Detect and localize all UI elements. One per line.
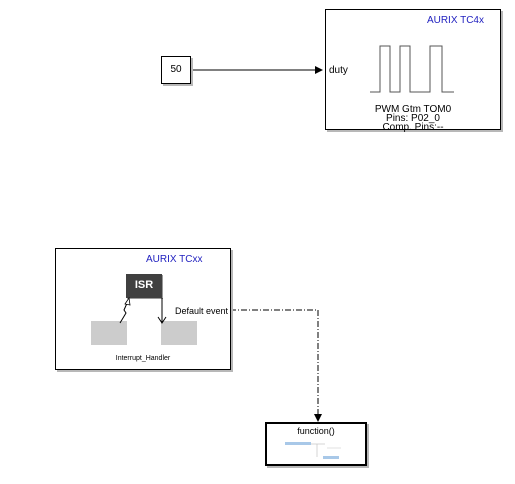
function-call-subsystem[interactable]: function() (265, 422, 367, 466)
isr-label: ISR (134, 279, 154, 291)
constant-block[interactable]: 50 (161, 56, 191, 84)
pwm-waveform-icon (370, 45, 454, 93)
down-arrow-icon (157, 298, 167, 324)
constant-value: 50 (170, 64, 182, 75)
lightning-arrow-icon (119, 297, 131, 324)
pwm-type-label: PWM Gtm TOM0 (374, 104, 452, 115)
function-trigger-label: function() (297, 426, 335, 436)
interrupt-handler-block[interactable]: AURIX TCxx ISR Default event Interrupt_H… (55, 248, 231, 370)
pwm-vendor-label: AURIX TC4x (426, 15, 484, 26)
duty-port-label: duty (329, 65, 348, 76)
event-line-function-call (230, 309, 319, 420)
pwm-comp-pins-label: Comp. Pins:-- (382, 122, 444, 133)
event-arrowhead (314, 414, 322, 422)
right-grey-box (161, 321, 197, 345)
interrupt-handler-caption: Interrupt_Handler (115, 355, 171, 362)
isr-box: ISR (126, 274, 162, 298)
left-grey-box (91, 321, 127, 345)
isr-vendor-label: AURIX TCxx (146, 254, 203, 265)
subsystem-preview-icon (285, 442, 341, 459)
pwm-block[interactable]: AURIX TC4x duty PWM Gtm TOM0 Pins: P02_0… (325, 9, 501, 133)
default-event-port-label: Default event (174, 306, 228, 316)
pwm-pins-label: Pins: P02_0 (386, 113, 440, 124)
